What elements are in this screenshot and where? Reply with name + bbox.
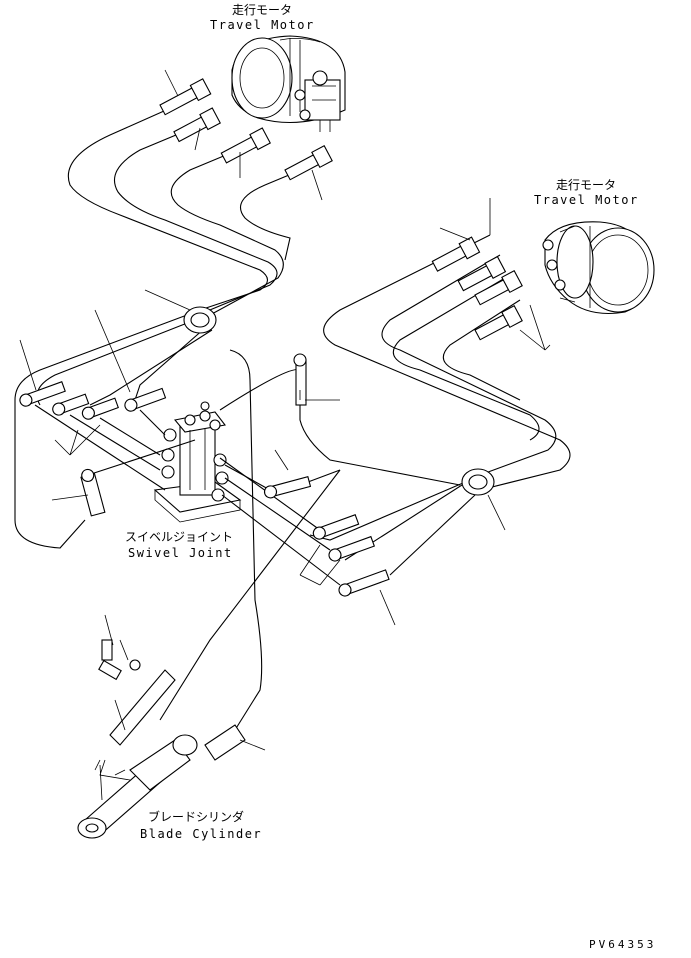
blade-cylinder bbox=[77, 639, 246, 839]
fittings-right bbox=[431, 236, 523, 341]
svg-text:Travel Motor: Travel Motor bbox=[210, 18, 315, 32]
leader-lines bbox=[19, 69, 551, 801]
travel-motor-right-label: 走行モータ Travel Motor bbox=[534, 178, 639, 207]
hose-to-blade-cylinder bbox=[80, 349, 341, 731]
travel-motor-right bbox=[542, 221, 655, 315]
svg-text:Travel Motor: Travel Motor bbox=[534, 193, 639, 207]
hose-group-top bbox=[14, 94, 326, 549]
svg-text:走行モータ: 走行モータ bbox=[556, 178, 616, 192]
fittings-top bbox=[159, 78, 333, 181]
swivel-joint bbox=[153, 401, 242, 523]
svg-text:ブレードシリンダ: ブレードシリンダ bbox=[148, 809, 244, 824]
blade-cylinder-label: ブレードシリンダ Blade Cylinder bbox=[140, 809, 262, 841]
svg-text:Swivel Joint: Swivel Joint bbox=[128, 546, 233, 560]
hose-clamp-right bbox=[461, 468, 495, 496]
swivel-connectors-left bbox=[19, 381, 167, 491]
svg-text:スイベルジョイント: スイベルジョイント bbox=[125, 530, 233, 544]
travel-motor-top bbox=[231, 35, 346, 132]
hose-clamp-top bbox=[183, 306, 217, 334]
swivel-connectors-right bbox=[219, 353, 390, 597]
travel-motor-top-label: 走行モータ Travel Motor bbox=[210, 3, 315, 32]
svg-text:PV64353: PV64353 bbox=[589, 938, 656, 951]
drawing-code: PV64353 bbox=[589, 938, 656, 951]
hose-group-right bbox=[299, 234, 571, 576]
svg-text:Blade Cylinder: Blade Cylinder bbox=[140, 827, 262, 841]
svg-text:走行モータ: 走行モータ bbox=[232, 3, 292, 17]
swivel-joint-label: スイベルジョイント Swivel Joint bbox=[125, 530, 233, 560]
